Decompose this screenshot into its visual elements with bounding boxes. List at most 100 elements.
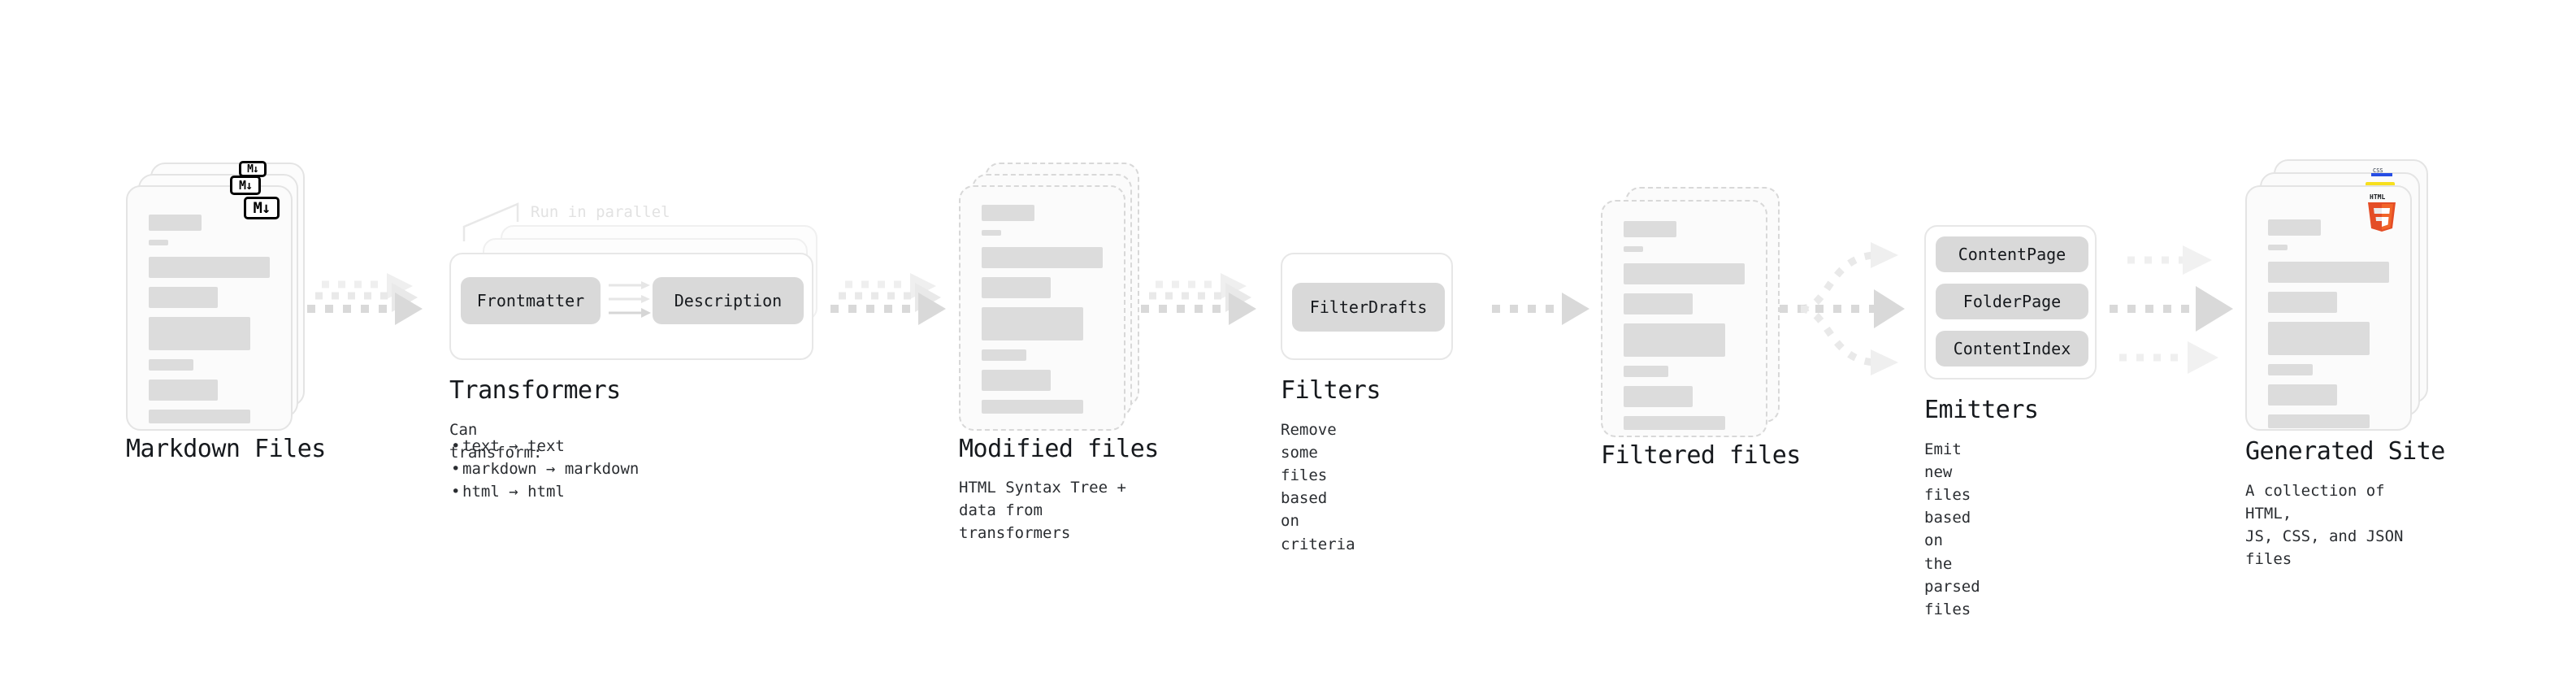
filtered-card-front [1601,200,1767,437]
skeleton-bar [149,287,218,308]
arrow-transformers-to-modified [830,273,946,325]
filters-title: Filters [1281,376,1381,405]
skeleton-bar [982,230,1001,236]
arrow-head [918,293,946,325]
markdown-badge-label-back: M↓ [247,163,259,176]
site-card-front-html: HTML [2245,185,2412,431]
skeleton-bar [149,257,270,278]
skeleton-bar [149,317,251,350]
arrow-modified-to-filters [1141,273,1256,325]
skeleton-bar [1624,366,1669,377]
markdown-card-stack: M↓ M↓ M↓ [126,161,305,431]
skeleton-bar [1624,323,1726,357]
modified-card-stack [959,163,1139,431]
skeleton-bar [1624,416,1726,430]
arrow-head [1871,242,1898,268]
skeleton-bar [1624,246,1643,252]
stage-generated-site: CSS HTML [2245,159,2445,568]
skeleton-bar [2268,322,2370,355]
arrow-head [1871,349,1898,375]
arrow-emitters-to-site [2110,245,2233,374]
filtered-files-title: Filtered files [1601,441,1801,470]
skeleton-bar [1624,221,1676,237]
markdown-skeleton-bars [149,215,270,432]
skeleton-bar [2268,384,2337,406]
arrow-head [1562,293,1589,325]
skeleton-bar [982,400,1084,414]
markdown-files-title: Markdown Files [126,435,326,463]
skeleton-bar [1624,293,1693,314]
skeleton-bar [1624,386,1693,407]
skeleton-bar [982,247,1103,268]
skeleton-bar [149,215,202,231]
skeleton-bar [2268,262,2389,283]
skeleton-bar [982,349,1027,361]
arrow-head [1229,293,1256,325]
skeleton-bar [1624,263,1745,284]
skeleton-bar [149,359,194,371]
pill-description[interactable]: Description [653,277,804,324]
arrow-head [2188,341,2218,374]
filtered-skeleton-bars [1624,221,1745,439]
site-card-stack: CSS HTML [2245,159,2432,444]
markdown-badge-back: M↓ [239,161,267,177]
arrow-markdown-to-transformers [307,273,423,325]
skeleton-bar [149,410,251,423]
bullet-item: html → html [449,480,639,503]
pill-frontmatter[interactable]: Frontmatter [461,277,601,324]
skeleton-bar [982,277,1051,298]
arrow-head [395,293,423,325]
markdown-badge-mid: M↓ [230,176,261,195]
transformers-bullet-list: text → text markdown → markdown html → h… [449,435,639,503]
arrow-head [2183,245,2212,275]
skeleton-bar [149,380,218,401]
emitters-subtitle: Emit new files based on the parsed files [1924,440,1980,618]
svg-text:HTML: HTML [2370,193,2385,201]
arrow-filtered-to-emitters [1780,242,1905,375]
emitters-box: ContentPage FolderPage ContentIndex [1924,225,2097,380]
pill-contentindex[interactable]: ContentIndex [1936,331,2088,367]
arrow-head [2196,286,2233,332]
pill-folderpage[interactable]: FolderPage [1936,284,2088,319]
filters-box: FilterDrafts [1281,253,1453,360]
generated-site-subtitle: A collection of HTML, JS, CSS, and JSON … [2245,482,2404,569]
modified-files-title: Modified files [959,435,1159,463]
svg-text:CSS: CSS [2373,167,2383,174]
skeleton-bar [982,307,1084,340]
modified-files-subtitle: HTML Syntax Tree + data from transformer… [959,479,1126,543]
emitters-title: Emitters [1924,396,2039,424]
modified-card-front [959,185,1125,431]
filtered-card-stack [1601,187,1780,447]
skeleton-bar [982,370,1051,391]
markdown-card-front: M↓ [126,185,293,431]
bullet-item: markdown → markdown [449,458,639,480]
arrow-head [1874,289,1905,328]
markdown-badge-label-mid: M↓ [238,178,253,193]
run-in-parallel-label: Run in parallel [531,203,670,221]
transformers-title: Transformers [449,376,621,405]
parallel-arrows-icon [609,281,651,318]
markdown-badge-label: M↓ [253,199,271,217]
skeleton-bar [982,205,1034,221]
run-in-parallel-bracket [462,202,519,241]
stage-markdown-files: M↓ M↓ M↓ Markdown Files [126,161,326,463]
html5-icon: HTML [2368,193,2396,232]
generated-site-title: Generated Site [2245,437,2445,466]
arrow-filters-to-filtered [1492,293,1589,325]
pill-filterdrafts[interactable]: FilterDrafts [1292,283,1445,332]
skeleton-bar [2268,414,2370,428]
stage-modified-files: Modified files HTML Syntax Tree + data f… [959,163,1159,542]
skeleton-bar [2268,245,2288,250]
skeleton-bar [2268,292,2337,313]
filters-subtitle: Remove some files based on criteria [1281,421,1355,553]
skeleton-bar [2268,364,2314,375]
transformer-box-front: Frontmatter Description [449,253,813,360]
modified-skeleton-bars [982,205,1103,423]
css3-icon: CSS [2371,167,2392,176]
site-skeleton-bars [2268,219,2389,437]
markdown-badge-front: M↓ [244,197,280,219]
stage-filtered-files: Filtered files [1601,187,1801,470]
bullet-item: text → text [449,435,639,458]
pill-contentpage[interactable]: ContentPage [1936,236,2088,272]
